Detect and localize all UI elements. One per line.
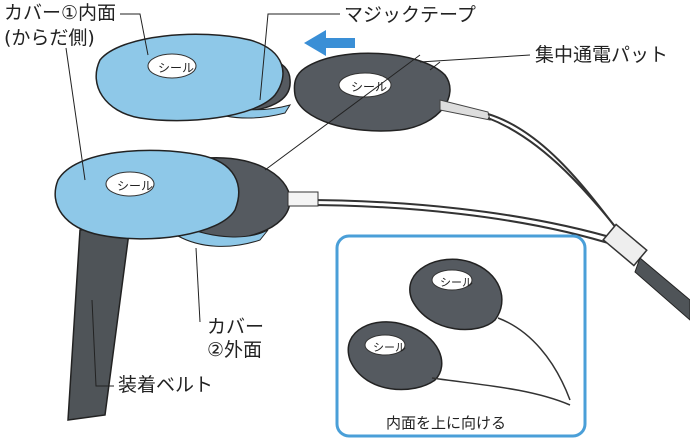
label-belt: 装着ベルト: [118, 374, 214, 396]
lower-cover: [54, 149, 240, 240]
seal-label-inset-top: シール: [440, 276, 473, 289]
upper-cover: [95, 33, 284, 122]
seal-label-pad: シール: [351, 80, 388, 94]
seal-label-inset-bottom: シール: [373, 341, 406, 354]
cable-connector: [602, 223, 690, 321]
inset-pad-top: [409, 258, 571, 401]
label-velcro: マジックテープ: [344, 4, 476, 26]
inset-panel: [335, 234, 587, 438]
lead-cables: [299, 113, 631, 247]
label-inset-caption: 内面を上に向ける: [386, 414, 507, 432]
seal-label-lower-cover: シール: [117, 179, 154, 193]
label-pad: 集中通電パット: [535, 44, 669, 66]
label-cover-inner: カバー①内面: [4, 2, 117, 24]
seal-label-upper-cover: シール: [158, 61, 195, 75]
label-cover-inner-sub: (からだ側): [4, 27, 95, 49]
lower-pad-connector: [287, 191, 319, 207]
leader-lines: [65, 13, 531, 387]
inset-pad-bottom: [347, 321, 571, 406]
insert-arrow-icon: [304, 30, 355, 56]
label-cover-outer: カバー: [207, 316, 265, 338]
label-cover-outer-sub: ②外面: [207, 339, 263, 361]
concentrated-pad: [293, 52, 491, 132]
